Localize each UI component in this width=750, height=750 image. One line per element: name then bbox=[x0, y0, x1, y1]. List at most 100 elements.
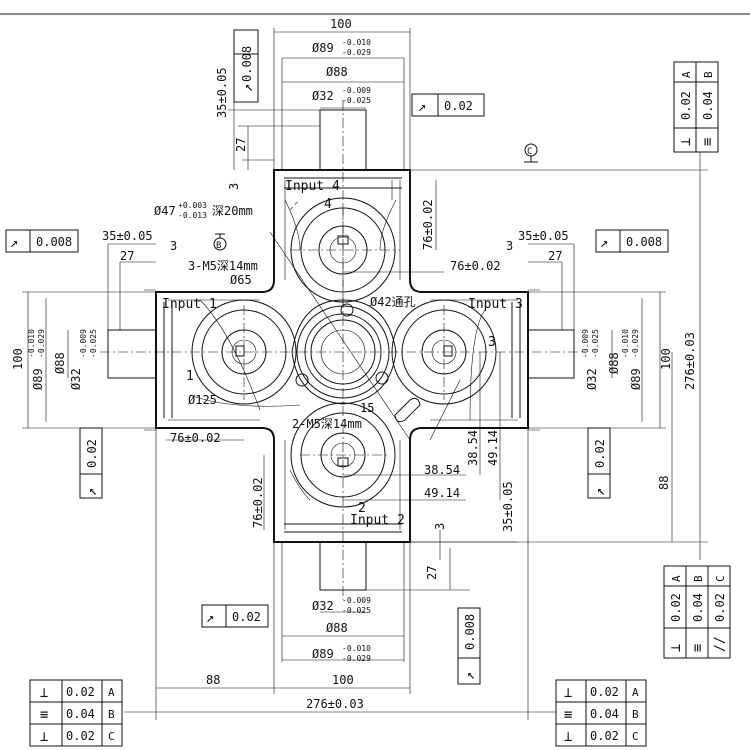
tol-bl-a: A bbox=[108, 686, 115, 699]
dim-right-d32-up: -0.009 bbox=[581, 329, 590, 358]
tol-rb-v1: 0.02 bbox=[669, 593, 683, 622]
dim-bottom-d32-lo: -0.025 bbox=[342, 606, 371, 615]
input-4-label: Input 4 bbox=[285, 179, 340, 194]
tol-frame-right-bottom: ⊥ ≡ // 0.02 0.04 0.02 A B C bbox=[663, 565, 731, 659]
dim-left-27: 27 bbox=[120, 249, 134, 263]
tol-rb-a: A bbox=[670, 575, 683, 582]
dim-3854-h: 38.54 bbox=[424, 463, 460, 477]
dim-d47-lo: -0.013 bbox=[178, 211, 207, 220]
dim-right-d32: Ø32 bbox=[585, 368, 599, 390]
dim-top-27: 27 bbox=[234, 138, 248, 152]
tol-bl-c: C bbox=[108, 730, 115, 743]
tol-bl-v2: 0.04 bbox=[66, 707, 95, 721]
datum-c-marker: C bbox=[524, 143, 538, 163]
gear-number-4: 4 bbox=[324, 197, 332, 212]
dimension-lines bbox=[22, 28, 708, 720]
tol-rb-b: B bbox=[692, 575, 705, 582]
dim-m5-bottom: 2-M5深14mm bbox=[292, 417, 362, 431]
dim-76-h-top: 76±0.02 bbox=[450, 259, 501, 273]
dim-left-d32-up: -0.009 bbox=[79, 329, 88, 358]
tol-frame-left-vertical: ↗ 0.02 bbox=[79, 427, 103, 499]
datum-b-marker: B bbox=[213, 233, 227, 251]
tol-frame-right-runout: ↗ 0.008 bbox=[595, 229, 669, 253]
center-lines bbox=[100, 100, 585, 600]
dim-left-35: 35±0.05 bbox=[102, 229, 153, 243]
dim-bottom-d32: Ø32 bbox=[312, 599, 334, 613]
tol-rb-perp: ⊥ bbox=[668, 644, 684, 652]
dim-right-d88: Ø88 bbox=[607, 352, 621, 374]
dim-top-d88: Ø88 bbox=[326, 65, 348, 79]
dim-left-3: 3 bbox=[170, 239, 177, 253]
tol-bl-v1: 0.02 bbox=[66, 685, 95, 699]
dim-top-d89-up: -0.010 bbox=[342, 38, 371, 47]
dim-3854-v: 38.54 bbox=[466, 430, 480, 466]
dim-right-35: 35±0.05 bbox=[518, 229, 569, 243]
dim-bottom-3: 3 bbox=[433, 523, 447, 530]
tol-bl-perp2: ⊥ bbox=[40, 729, 48, 745]
tol-rb-par: // bbox=[713, 636, 728, 652]
dim-top-width: 100 bbox=[330, 17, 352, 31]
dim-bottom-35: 35±0.05 bbox=[501, 481, 515, 532]
dim-76-v-bottom: 76±0.02 bbox=[251, 477, 265, 528]
dim-76-h-left: 76±0.02 bbox=[170, 431, 221, 445]
dim-top-d89: Ø89 bbox=[312, 41, 334, 55]
tol-bottom-value: 0.02 bbox=[232, 610, 261, 624]
dim-d42: Ø42通孔 bbox=[370, 295, 416, 309]
tol-frame-bottom-right: ⊥ ≡ ⊥ 0.02 0.04 0.02 A B C bbox=[555, 679, 647, 747]
dim-left-d88: Ø88 bbox=[53, 352, 67, 374]
input-1-label: Input 1 bbox=[162, 297, 217, 312]
dim-overall-v: 276±0.03 bbox=[683, 332, 697, 390]
tol-right-value: 0.008 bbox=[626, 235, 662, 249]
dim-overall-h: 276±0.03 bbox=[306, 697, 364, 711]
tol-frame-top-runout: ↗ 0.008 bbox=[233, 29, 259, 103]
dim-right-3: 3 bbox=[506, 239, 513, 253]
dim-left-width: 100 bbox=[11, 348, 25, 370]
tol-bottomv-symbol: ↗ bbox=[462, 672, 478, 680]
tol-frame-right-vertical: ↗ 0.02 bbox=[587, 427, 611, 499]
tol-br-a: A bbox=[632, 686, 639, 699]
tol-topright-value: 0.02 bbox=[444, 99, 473, 113]
dim-left-d89-lo: -0.029 bbox=[37, 329, 46, 358]
dim-right-27: 27 bbox=[548, 249, 562, 263]
tol-frame-right-top: ⊥ ≡ 0.02 0.04 A B bbox=[673, 61, 719, 153]
dim-top-d32: Ø32 bbox=[312, 89, 334, 103]
tol-bl-perp: ⊥ bbox=[40, 685, 48, 701]
tol-leftv-symbol: ↗ bbox=[84, 488, 100, 496]
dim-top-35: 35±0.05 bbox=[215, 67, 229, 118]
tol-rt-sym: ≡ bbox=[700, 138, 716, 146]
tol-rightv-value: 0.02 bbox=[593, 439, 607, 468]
tol-frame-bottom-runout: ↗ 0.02 bbox=[201, 604, 269, 628]
dim-left-d89: Ø89 bbox=[31, 368, 45, 390]
dim-d125: Ø125 bbox=[188, 393, 217, 407]
dim-bottom-d88: Ø88 bbox=[326, 621, 348, 635]
tol-br-v3: 0.02 bbox=[590, 729, 619, 743]
dim-4914-v: 49.14 bbox=[486, 430, 500, 466]
tol-br-c: C bbox=[632, 730, 639, 743]
tol-br-v1: 0.02 bbox=[590, 685, 619, 699]
tol-bottomv-value: 0.008 bbox=[463, 614, 477, 650]
dimension-labels: 100 Ø89 -0.010 -0.029 Ø88 Ø32 -0.009 -0.… bbox=[11, 17, 697, 711]
shaft-left bbox=[107, 329, 157, 379]
tol-bl-b: B bbox=[108, 708, 115, 721]
dim-bottom-d89: Ø89 bbox=[312, 647, 334, 661]
input-3-label: Input 3 bbox=[468, 297, 523, 312]
tol-rb-c: C bbox=[714, 575, 727, 582]
dim-top-3: 3 bbox=[227, 183, 241, 190]
tol-topright-symbol: ↗ bbox=[418, 99, 426, 115]
tol-rt-b: B bbox=[702, 71, 715, 78]
dim-d65: Ø65 bbox=[230, 273, 252, 287]
dim-bottom-d89-up: -0.010 bbox=[342, 644, 371, 653]
dim-left-d32-lo: -0.025 bbox=[89, 329, 98, 358]
dim-top-d32-up: -0.009 bbox=[342, 86, 371, 95]
dim-r15: 15 bbox=[360, 401, 374, 415]
dim-bottom-width: 100 bbox=[332, 673, 354, 687]
dim-m5-top: 3-M5深14mm bbox=[188, 259, 258, 273]
shaft-right bbox=[527, 329, 575, 379]
dim-bottom-d89-lo: -0.029 bbox=[342, 654, 371, 663]
tol-rt-v1: 0.02 bbox=[679, 91, 693, 120]
dim-top-d89-lo: -0.029 bbox=[342, 48, 371, 57]
port-labels: Input 4 Input 1 Input 3 Input 2 4 1 3 2 bbox=[162, 179, 523, 528]
tol-bl-sym: ≡ bbox=[40, 707, 48, 723]
dim-right-88: 88 bbox=[657, 476, 671, 490]
